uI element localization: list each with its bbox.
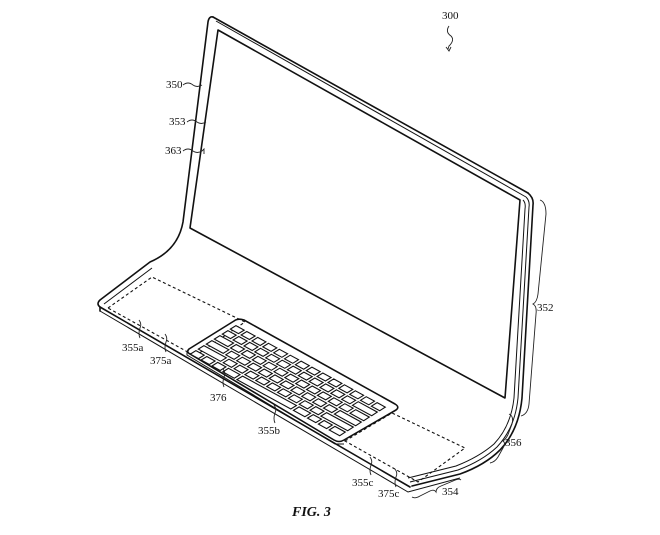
keyboard-key [240,349,257,360]
label-355a: 355a [122,342,144,354]
keyboard-key [242,341,259,352]
label-350: 350 [166,79,183,91]
label-352: 352 [537,302,554,314]
keyboard-key [275,359,292,369]
keyboard-key [294,360,311,370]
keyboard-key [298,400,315,410]
keyboard-key [318,383,335,393]
keyboard-key [279,380,296,390]
label-363: 363 [165,145,182,157]
keyboard-key [210,361,227,372]
keyboard-key [289,386,306,396]
keyboard-key [205,339,230,355]
keyboard-key [197,344,228,362]
keyboard-key [309,405,326,416]
keyboard-key [297,371,314,381]
right-touch-region-375c [343,412,467,483]
keyboard-key [232,335,249,346]
label-376: 376 [210,392,227,404]
keyboard-key [264,353,281,363]
keyboard-key [326,378,343,388]
label-354: 354 [442,486,459,498]
keyboard-key [276,388,293,398]
keyboard-key [306,413,323,424]
keyboard-key [316,391,333,401]
label-355c: 355c [352,477,374,489]
left-touch-region-375a [106,276,247,357]
keyboard-key [300,392,317,402]
keyboard-key [287,394,304,404]
display-screen [189,29,521,399]
keyboard-key [268,374,285,384]
keyboard-key [221,329,238,340]
keyboard-key [283,354,300,364]
keyboard-key [348,390,365,400]
keyboard-key [327,397,344,407]
keyboard-key [233,364,250,374]
figure-caption: FIG. 3 [292,505,331,520]
label-356: 356 [505,437,522,449]
keyboard-key [337,384,354,394]
keyboard-key [265,382,282,392]
keyboard-key [229,324,246,335]
keyboard-key [213,334,235,348]
keyboard-key [235,375,298,410]
keyboard-key [305,385,322,395]
keyboard-key [262,361,279,371]
keyboard-key [333,409,363,427]
keyboard-key [338,403,355,413]
keyboard-key [272,367,289,377]
keyboard-key [322,403,339,414]
keyboard-key [250,336,267,347]
keyboard-key [351,401,379,417]
keyboard-key [224,350,241,360]
keyboard-key [317,419,334,430]
label-355b: 355b [258,425,280,437]
keyboard-key [257,368,274,378]
keyboard-key [316,372,333,382]
keyboard-376 [186,318,399,445]
keyboard-key [370,401,387,412]
label-375a: 375a [150,355,172,367]
keyboard-key [253,347,270,358]
keyboard-key [305,366,322,376]
keyboard-key [319,411,355,432]
keyboard-key [283,373,300,383]
keyboard-key [294,379,311,389]
keyboard-key [311,398,328,408]
keyboard-key [340,395,357,405]
keyboard-key [221,367,242,379]
keyboard-key [292,406,312,418]
keyboard-key [189,349,206,360]
keyboard-key [246,362,263,372]
keyboard-key [229,343,246,354]
keyboard-key [261,342,278,353]
keyboard-key [222,358,239,368]
keyboard-key [286,365,303,375]
keyboard-key [272,348,289,358]
keyboard-key [235,356,252,366]
keyboard-key [348,409,371,422]
keyboard-key [251,355,268,366]
label-375c: 375c [378,488,400,500]
keyboard-key [329,389,346,399]
label-300: 300 [442,10,459,22]
keyboard-key [240,330,257,341]
leader-lines [138,25,547,499]
keyboard-key [308,377,325,387]
keyboard-key [200,355,217,366]
keyboard-key [254,376,271,386]
label-353: 353 [169,116,186,128]
keyboard-key [243,370,260,380]
keyboard-key [359,396,376,406]
keyboard-key [328,425,347,437]
